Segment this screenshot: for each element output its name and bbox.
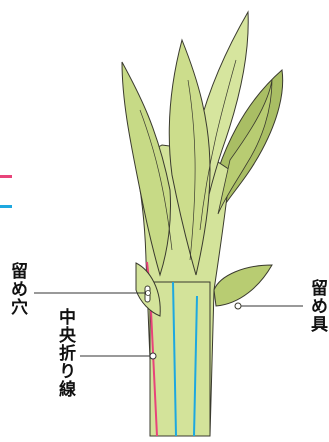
legend-red-line bbox=[0, 175, 12, 178]
blue-guide-line-1 bbox=[172, 281, 177, 437]
legend-blue-line bbox=[0, 205, 12, 208]
right-leaf-lower bbox=[217, 79, 273, 215]
chuo-marker-dot bbox=[149, 352, 157, 360]
tall-leaf-center bbox=[168, 38, 211, 276]
tome-gu-leaf bbox=[213, 264, 273, 307]
label-tome-gu: 留め具 bbox=[307, 279, 327, 333]
left-leaf bbox=[121, 61, 171, 277]
leaf-vein-2 bbox=[187, 79, 196, 261]
label-tome-ana: 留め穴 bbox=[7, 262, 27, 316]
leaf-vein-3 bbox=[199, 59, 237, 231]
leaf-vein-1 bbox=[139, 109, 173, 251]
label-chuo-orisen: 中央折り線 bbox=[55, 308, 75, 398]
tome-gu-dot bbox=[234, 302, 242, 310]
blue-guide-line-2 bbox=[193, 295, 198, 437]
tome-ana-dot bbox=[145, 290, 151, 296]
